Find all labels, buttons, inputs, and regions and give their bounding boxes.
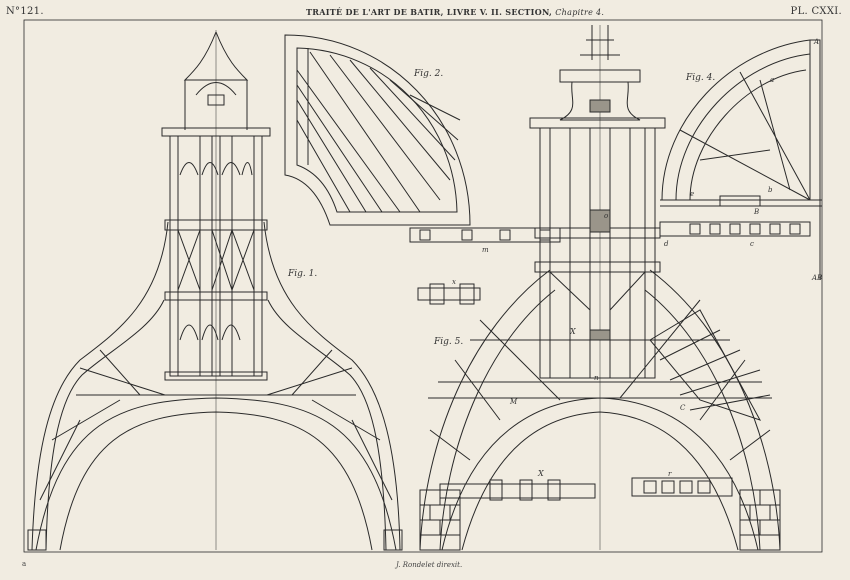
- label-A: A: [813, 38, 819, 46]
- fig2-caption: Fig. 2.: [413, 69, 443, 79]
- label-m: m: [482, 246, 489, 254]
- fig4-caption: Fig. 4.: [685, 73, 715, 83]
- plate-label: PL. CXXI.: [790, 6, 842, 17]
- plate-header: N°121. TRAITÉ DE L'ART DE BATIR, LIVRE V…: [0, 4, 850, 20]
- plate-section: II. SECTION,: [491, 7, 553, 17]
- label-AB: AB: [811, 274, 822, 282]
- label-n: n: [594, 374, 599, 382]
- plate-book-title: TRAITÉ DE L'ART DE BATIR, LIVRE V.: [306, 7, 488, 17]
- fig1-lantern-dome: [31, 30, 401, 551]
- engraver-credit: J. Rondelet direxit.: [396, 561, 463, 569]
- label-X1: X: [569, 327, 576, 336]
- label-c: c: [750, 240, 754, 248]
- label-r: r: [668, 470, 672, 478]
- label-C: C: [680, 404, 686, 412]
- label-o: o: [604, 212, 608, 220]
- label-d: d: [664, 240, 669, 248]
- plate-number: N°121.: [6, 6, 44, 17]
- fig5-caption: Fig. 5.: [433, 337, 463, 347]
- masonry-piers: [27, 489, 781, 551]
- fig4-quarter-elevation: [660, 39, 822, 280]
- label-e: e: [690, 190, 694, 198]
- plate-chapter: Chapitre 4.: [555, 8, 605, 17]
- label-x: x: [452, 278, 456, 286]
- fig2-radial-plan: [284, 34, 471, 226]
- label-B: B: [753, 208, 759, 216]
- plate-title: TRAITÉ DE L'ART DE BATIR, LIVRE V. II. S…: [306, 7, 604, 17]
- plate-frame: [23, 19, 823, 553]
- corner-mark: a: [22, 560, 27, 568]
- fig5-spire-dome-section: [27, 25, 781, 551]
- label-b: b: [768, 186, 773, 194]
- label-X2: X: [537, 469, 544, 478]
- label-M: M: [509, 398, 518, 406]
- label-a: a: [770, 76, 774, 84]
- fig1-caption: Fig. 1.: [287, 269, 317, 279]
